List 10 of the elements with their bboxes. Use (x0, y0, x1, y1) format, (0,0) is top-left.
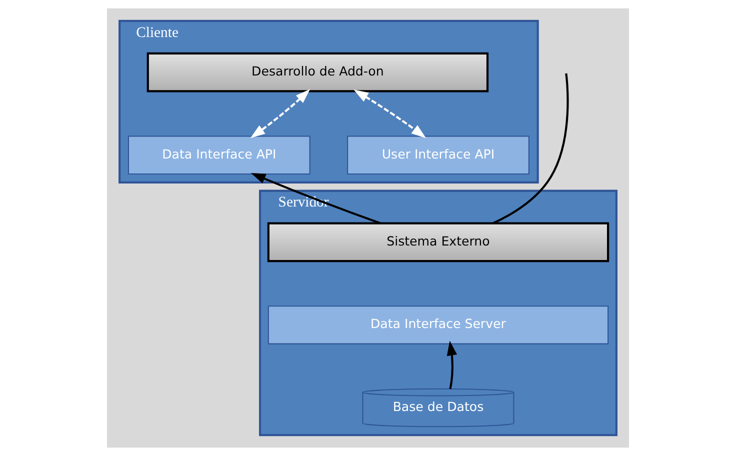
node-box: Desarrollo de Add-on (146, 52, 488, 92)
arrow (353, 90, 426, 138)
node-box: User Interface API (346, 136, 529, 175)
arrow (250, 172, 380, 224)
arrow (250, 89, 310, 138)
node-box: Data Interface Server (267, 306, 608, 344)
node-box: Data Interface API (127, 136, 310, 175)
arrow (446, 340, 457, 390)
node-box: Sistema Externo (266, 222, 609, 262)
connector (492, 73, 568, 224)
